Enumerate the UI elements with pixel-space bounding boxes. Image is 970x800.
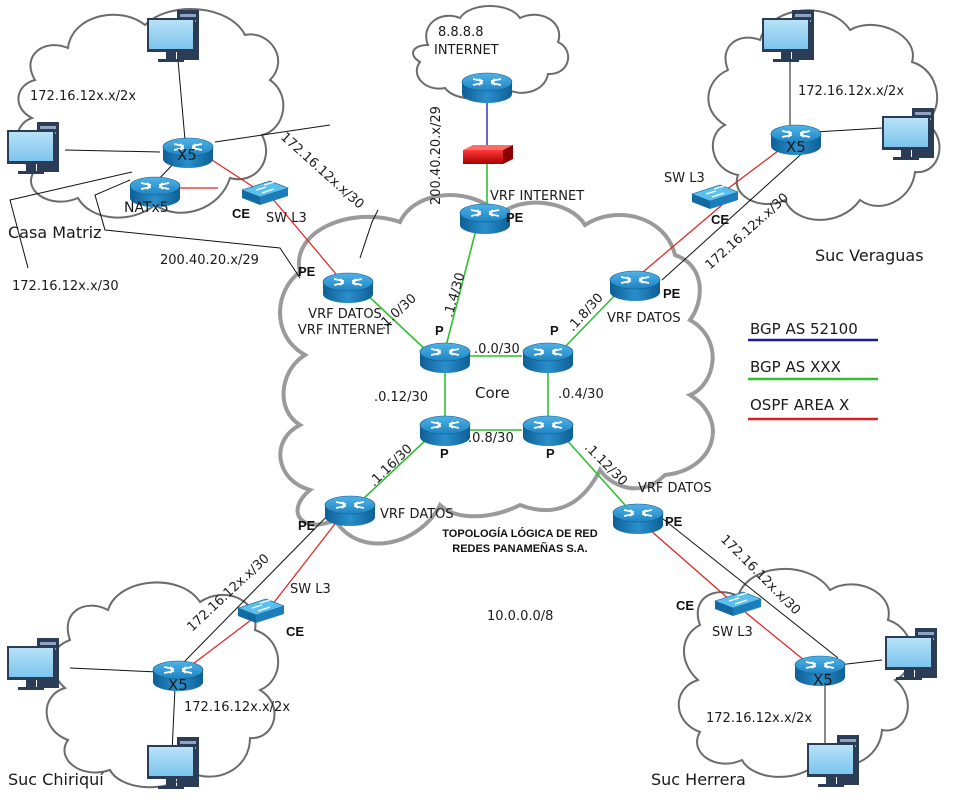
pe-sw-vrf: VRF DATOS bbox=[380, 507, 454, 522]
link-pe-ne-core bbox=[559, 289, 621, 353]
matriz-switch-label: SW L3 bbox=[266, 211, 307, 226]
internet-label: INTERNET bbox=[434, 43, 499, 58]
pe-nw-vrf2: VRF INTERNET bbox=[298, 323, 392, 338]
chiriqui-lan: 172.16.12x.x/2x bbox=[184, 700, 290, 715]
pe-sw-role: PE bbox=[298, 518, 316, 533]
internet-wan-link: 200.40.20.x/29 bbox=[429, 106, 444, 205]
veraguas-switch-label: SW L3 bbox=[664, 171, 705, 186]
pe-nw-vrf1: VRF DATOS bbox=[308, 307, 382, 322]
veraguas-router-label: X5 bbox=[786, 138, 806, 156]
matriz-lan: 172.16.12x.x/2x bbox=[30, 89, 136, 104]
herrera-lan: 172.16.12x.x/2x bbox=[706, 711, 812, 726]
herrera-router-label: X5 bbox=[813, 671, 833, 689]
veraguas-switch-l3 bbox=[691, 184, 739, 210]
topology-title-2: REDES PANAMEÑAS S.A. bbox=[452, 542, 587, 555]
link-veraguas-pc2 bbox=[814, 127, 883, 133]
core-router-nw bbox=[419, 342, 471, 374]
matriz-nat-label: NATx5 bbox=[124, 200, 169, 216]
link-chiriqui-switch-router bbox=[184, 616, 256, 671]
link-chiriqui-pc1 bbox=[69, 667, 159, 673]
core-link-w: .0.12/30 bbox=[374, 390, 428, 405]
pe-internet-role: PE bbox=[506, 210, 524, 225]
core-supernet: 10.0.0.0/8 bbox=[487, 609, 553, 624]
core-p-se: P bbox=[546, 446, 555, 461]
link-veraguas-switch-router bbox=[721, 147, 783, 194]
core-router-ne bbox=[522, 342, 574, 374]
core-link-e: .0.4/30 bbox=[558, 387, 604, 402]
matriz-site-name: Casa Matriz bbox=[8, 223, 102, 242]
link-pe-nw-core bbox=[361, 289, 429, 353]
link-herrera-pc1 bbox=[837, 659, 883, 666]
pe-internet-router bbox=[459, 203, 511, 235]
pe-se-router bbox=[612, 503, 664, 535]
link-matriz-nat-wan bbox=[94, 179, 301, 279]
veraguas-lan: 172.16.12x.x/2x bbox=[798, 84, 904, 99]
core-cloud bbox=[278, 193, 715, 546]
chiriqui-site-name: Suc Chiriquí bbox=[8, 770, 104, 789]
internet-ip: 8.8.8.8 bbox=[438, 25, 483, 40]
herrera-site-name: Suc Herrera bbox=[651, 770, 746, 789]
link-pe-internet-core bbox=[444, 221, 479, 351]
pe-se-role: PE bbox=[665, 514, 683, 529]
legend-bgp-xxx: BGP AS XXX bbox=[750, 358, 841, 376]
veraguas-ce-label: CE bbox=[711, 212, 729, 227]
link-matriz-switch-pe bbox=[271, 197, 337, 275]
legend-bgp-52100: BGP AS 52100 bbox=[750, 320, 858, 338]
pe-nw-router bbox=[322, 272, 374, 304]
legend: BGP AS 52100 BGP AS XXX OSPF AREA X bbox=[748, 320, 878, 421]
matriz-wan-inet: 200.40.20.x/29 bbox=[160, 253, 259, 268]
link-chiriqui-pe-switch bbox=[271, 519, 339, 606]
link-matriz-pc1 bbox=[177, 59, 186, 141]
topology-title-1: TOPOLOGÍA LÓGICA DE RED bbox=[442, 527, 597, 540]
link-matriz-wan-callout bbox=[9, 171, 133, 269]
chiriqui-ce-label: CE bbox=[286, 624, 304, 639]
link-herrera-pe-switch bbox=[649, 529, 731, 601]
herrera-ce-label: CE bbox=[676, 598, 694, 613]
core-p-ne: P bbox=[550, 323, 559, 338]
herrera-switch-label: SW L3 bbox=[712, 625, 753, 640]
legend-ospf: OSPF AREA X bbox=[750, 396, 849, 414]
link-matriz-router-switch bbox=[211, 159, 259, 191]
pe-sw-router bbox=[324, 495, 376, 527]
chiriqui-pc-left bbox=[7, 638, 59, 690]
core-label: Core bbox=[475, 384, 510, 402]
core-link-s: .0.8/30 bbox=[468, 431, 514, 446]
link-herrera-router-pe bbox=[657, 514, 839, 659]
matriz-wan-pe: 172.16.12x.x/30 bbox=[277, 130, 366, 212]
veraguas-cloud bbox=[707, 9, 941, 221]
matriz-router-label: X5 bbox=[177, 146, 197, 164]
core-router-sw bbox=[419, 415, 471, 447]
pe-se-vrf: VRF DATOS bbox=[638, 481, 712, 496]
internet-cloud bbox=[412, 5, 570, 100]
pe-internet-vrf: VRF INTERNET bbox=[490, 189, 584, 204]
link-matriz-pc2 bbox=[64, 149, 161, 153]
link-matriz-pe-callout bbox=[359, 209, 379, 259]
internet-router bbox=[461, 72, 513, 104]
chiriqui-switch-label: SW L3 bbox=[290, 582, 331, 597]
chiriqui-router-label: X5 bbox=[168, 676, 188, 694]
firewall-icon bbox=[463, 145, 513, 164]
matriz-wan-ce: 172.16.12x.x/30 bbox=[12, 279, 119, 294]
core-router-se bbox=[522, 415, 574, 447]
core-link-n: .0.0/30 bbox=[474, 342, 520, 357]
link-veraguas-pe-switch bbox=[642, 204, 723, 273]
link-veraguas-router-pe bbox=[661, 147, 809, 281]
pe-ne-vrf: VRF DATOS bbox=[607, 311, 681, 326]
link-pe-se-core bbox=[564, 437, 626, 506]
link-herrera-switch-router bbox=[744, 611, 811, 666]
link-chiriqui-router-pe bbox=[183, 504, 339, 663]
core-p-sw: P bbox=[440, 446, 449, 461]
pe-ne-role: PE bbox=[663, 286, 681, 301]
pe-nw-role: PE bbox=[298, 264, 316, 279]
link-chiriqui-pc2 bbox=[171, 687, 176, 753]
link-pe-sw-core bbox=[361, 437, 429, 501]
veraguas-site-name: Suc Veraguas bbox=[815, 246, 924, 265]
core-p-nw: P bbox=[435, 323, 444, 338]
pe-ne-router bbox=[609, 270, 661, 302]
matriz-ce-label: CE bbox=[232, 206, 250, 221]
link-matriz-router-pe bbox=[214, 124, 331, 143]
